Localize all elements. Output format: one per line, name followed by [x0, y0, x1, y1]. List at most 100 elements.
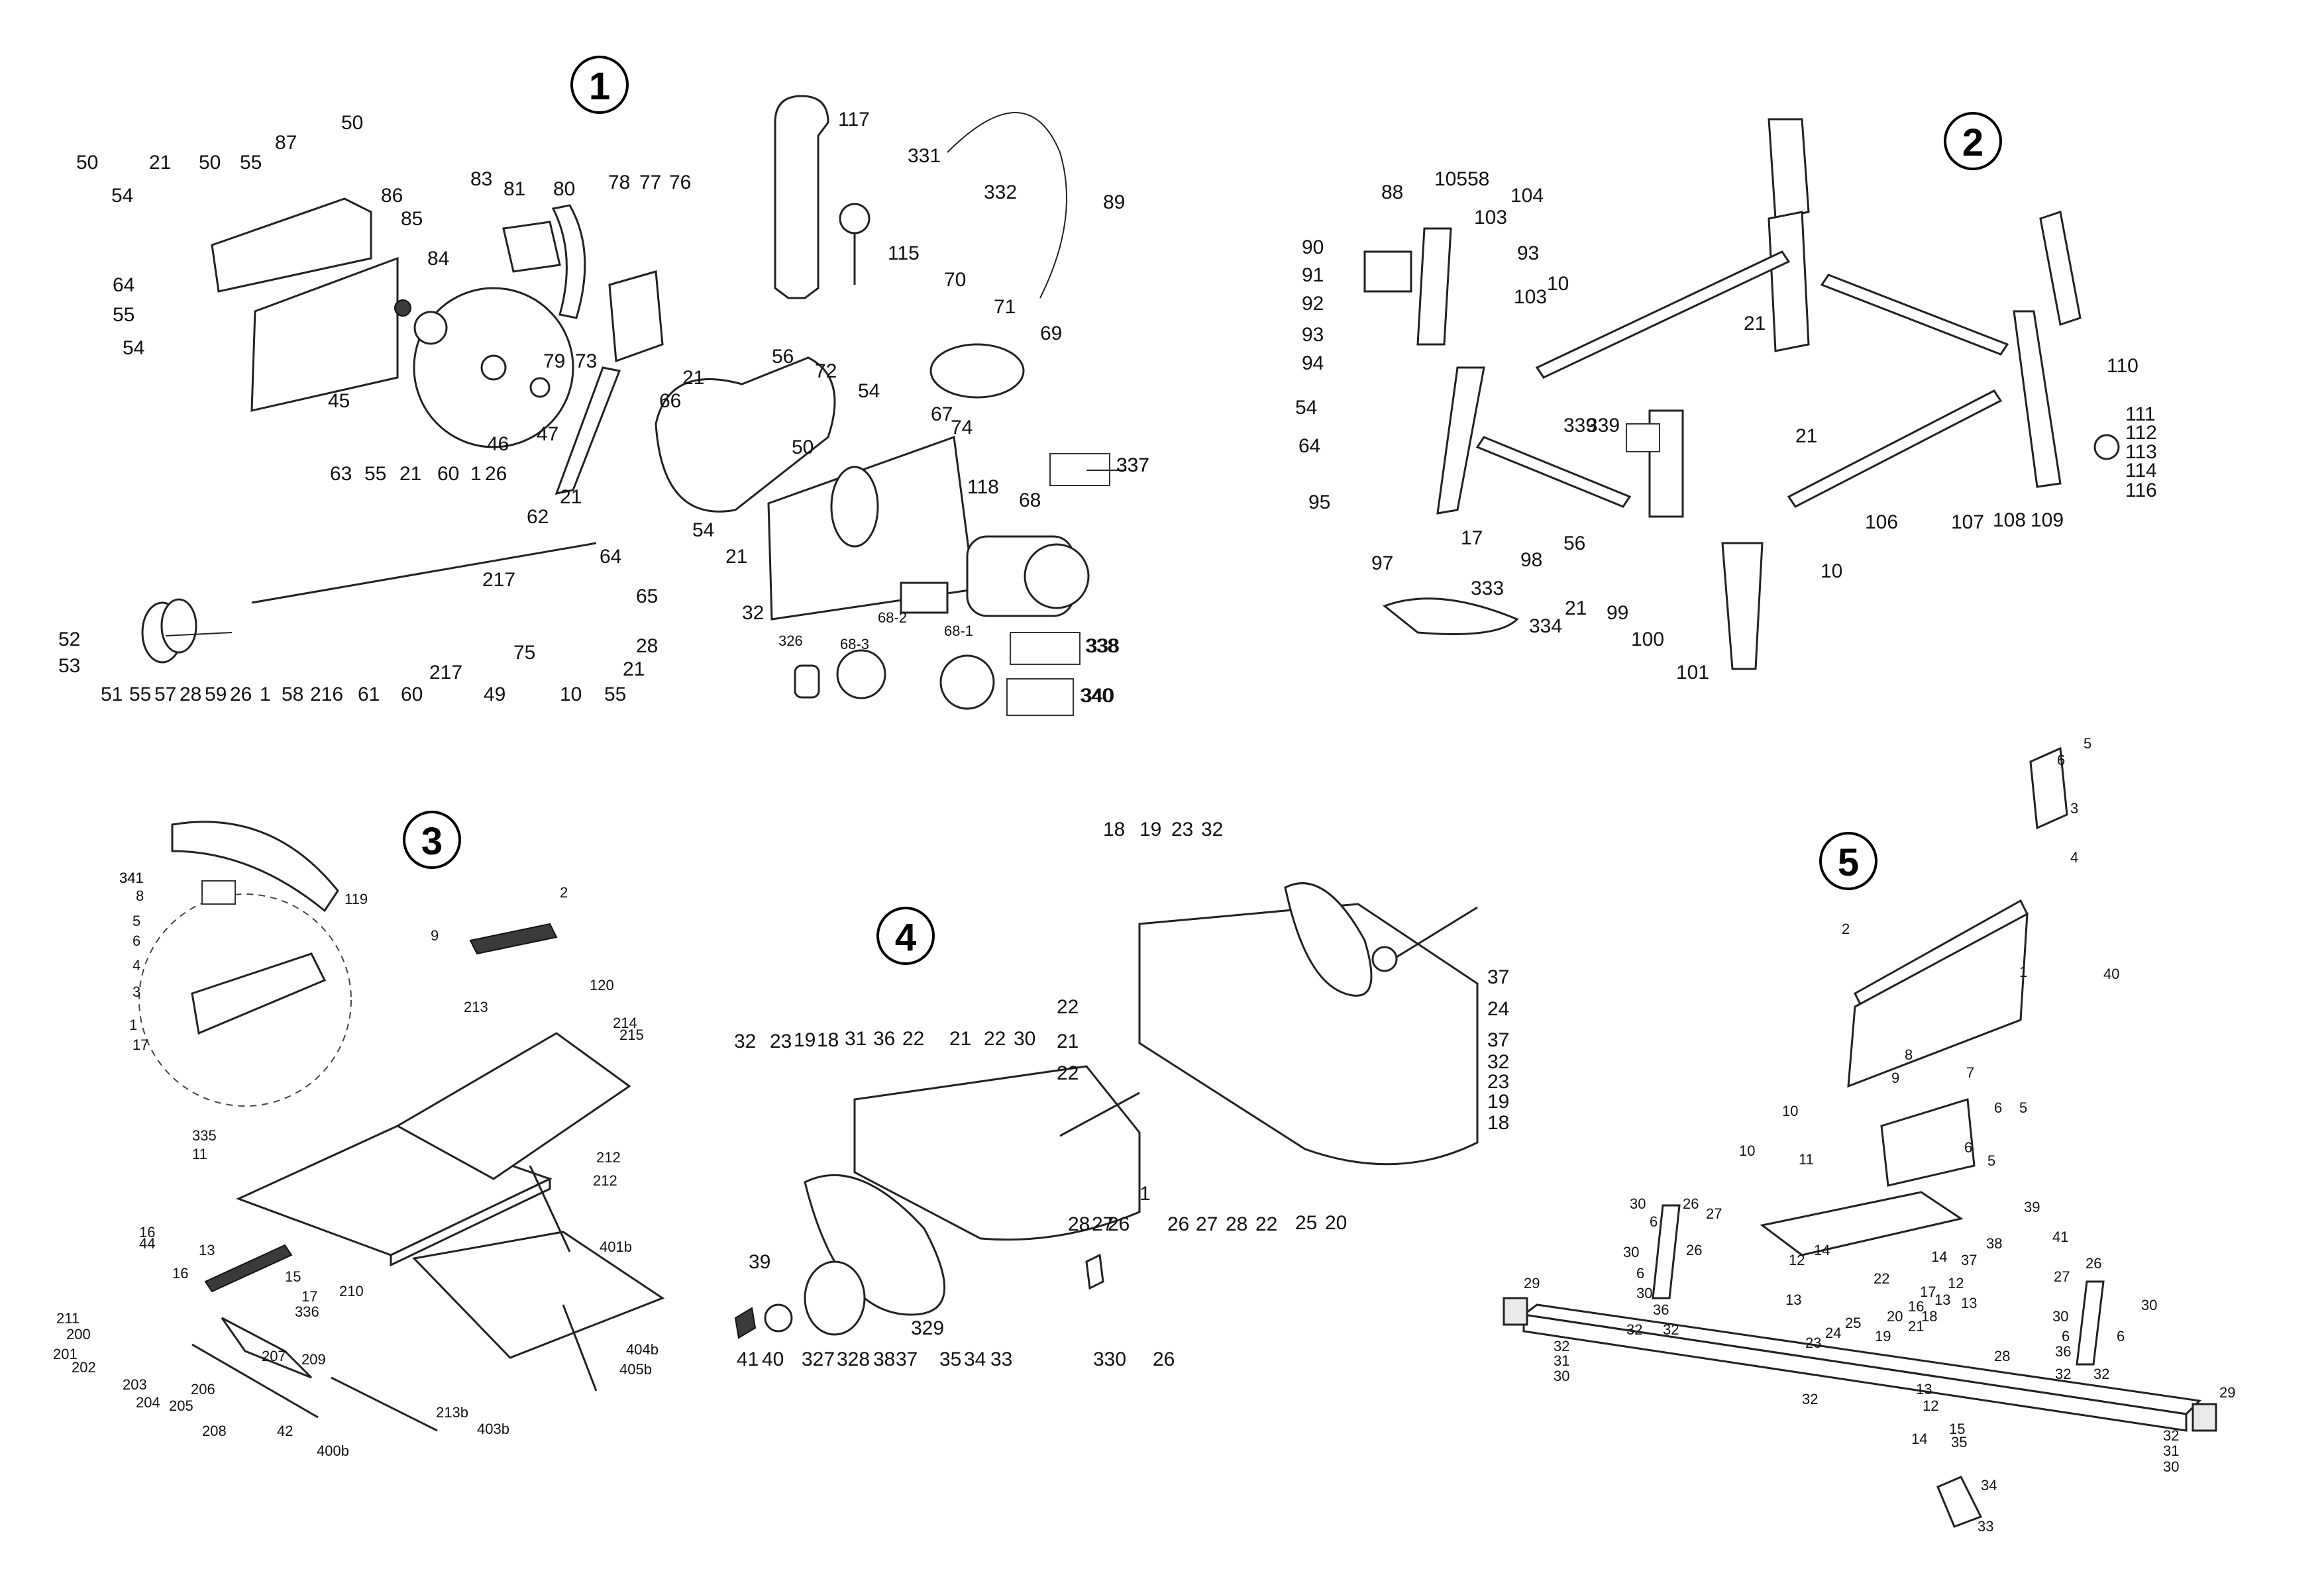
- part-label: 335: [192, 1127, 217, 1144]
- part-label: 37: [1961, 1252, 1977, 1268]
- detail-circle: [138, 893, 352, 1107]
- part-label: 16: [139, 1224, 155, 1241]
- part-label: 112: [2125, 422, 2157, 444]
- part-label: 28: [1226, 1213, 1247, 1235]
- section-5-number: 5: [1838, 841, 1859, 884]
- part-label: 69: [1040, 323, 1062, 344]
- washer: [394, 299, 411, 317]
- plate-31: [853, 1065, 1141, 1241]
- part-label: 40: [762, 1348, 784, 1370]
- part-label: 340: [1080, 685, 1113, 707]
- endcap-29-left: [1503, 1297, 1528, 1326]
- handle-knob-115: [839, 203, 871, 234]
- part-label: 6: [2062, 1328, 2070, 1344]
- part-label: 101: [1676, 662, 1709, 684]
- part-label: 202: [72, 1359, 96, 1376]
- part-label: 18: [1103, 819, 1125, 840]
- part-label: 32: [1802, 1391, 1818, 1407]
- part-label: 95: [1308, 491, 1330, 513]
- part-label: 31: [2163, 1443, 2179, 1459]
- labels-section-5: 5 6 3 4 2 1 40 8 9 7 10 10 6 5 6 5 11 39…: [1524, 735, 2235, 1535]
- part-label: 85: [401, 208, 423, 230]
- part-label: 29: [1524, 1275, 1540, 1292]
- part-label: 20: [1887, 1308, 1903, 1325]
- part-label: 93: [1517, 242, 1539, 264]
- part-label: 103: [1474, 207, 1507, 228]
- part-label: 117: [838, 109, 870, 130]
- part-label: 94: [1302, 352, 1324, 374]
- part-label: 30: [1014, 1028, 1035, 1050]
- switch-91: [1363, 250, 1412, 293]
- section-2-number: 2: [1962, 121, 1983, 164]
- part-label: 404b: [626, 1341, 659, 1358]
- part-label: 4: [2070, 849, 2078, 866]
- part-label: 16: [172, 1265, 188, 1282]
- part-label: 337: [1116, 454, 1149, 476]
- part-label: 7: [1966, 1064, 1974, 1081]
- part-label: 114: [2125, 460, 2157, 481]
- part-label: 21: [1565, 597, 1587, 619]
- part-label: 3: [132, 984, 140, 1000]
- part-label: 330: [1093, 1348, 1126, 1370]
- part-label: 108: [1993, 509, 2026, 531]
- brush-326: [794, 664, 820, 699]
- part-label: 36: [1653, 1301, 1669, 1318]
- part-label: 26: [1108, 1213, 1130, 1235]
- part-label: 106: [1865, 511, 1898, 533]
- part-label: 116: [2125, 480, 2157, 501]
- part-label: 16: [1908, 1298, 1924, 1315]
- part-label: 29: [2219, 1384, 2235, 1401]
- part-label: 328: [837, 1348, 870, 1370]
- part-label: 100: [1631, 629, 1664, 650]
- part-label: 92: [1302, 293, 1324, 315]
- part-label: 99: [1607, 602, 1628, 624]
- shaft-30: [1059, 1091, 1140, 1137]
- part-label: 33: [1978, 1518, 1993, 1535]
- knob-41: [734, 1307, 757, 1339]
- part-label: 33: [990, 1348, 1012, 1370]
- part-label: 19: [794, 1029, 816, 1051]
- part-label: 21: [623, 658, 645, 680]
- part-label: 9: [431, 927, 439, 944]
- part-label: 28: [180, 684, 201, 705]
- endcap-29-right: [2192, 1403, 2217, 1432]
- part-label: 6: [1994, 1099, 2002, 1116]
- part-label: 2: [1842, 921, 1850, 937]
- part-label: 25: [1295, 1212, 1317, 1234]
- part-label: 68: [1019, 489, 1041, 511]
- part-label: 44: [139, 1235, 155, 1252]
- section-3-badge: [403, 811, 461, 869]
- part-label: 17: [132, 1037, 148, 1053]
- part-label: 31: [1554, 1352, 1569, 1369]
- part-label: 39: [749, 1251, 770, 1273]
- part-label: 15: [285, 1268, 301, 1285]
- part-label: 47: [537, 423, 558, 445]
- part-label: 75: [513, 642, 535, 664]
- section-1-number: 1: [589, 65, 610, 108]
- part-label: 212: [593, 1172, 617, 1189]
- part-label: 66: [659, 390, 681, 412]
- section-5: 5: [1503, 746, 2217, 1528]
- part-label: 21: [399, 463, 421, 485]
- part-label: 89: [1103, 191, 1125, 213]
- part-label: 87: [275, 132, 297, 154]
- part-label: 78: [608, 172, 630, 193]
- part-label: 3: [2070, 800, 2078, 817]
- part-label: 13: [199, 1242, 215, 1258]
- part-label: 77: [639, 172, 661, 193]
- part-label: 46: [487, 433, 509, 455]
- part-label: 23: [1805, 1335, 1821, 1351]
- leader: [165, 632, 233, 636]
- part-label: 35: [939, 1348, 961, 1370]
- part-label: 6: [2117, 1328, 2125, 1344]
- part-label: 32: [734, 1031, 756, 1052]
- leg-top-lower: [1768, 211, 1810, 352]
- part-label: 12: [1923, 1397, 1938, 1414]
- part-label: 63: [330, 463, 352, 485]
- part-label: 32: [2093, 1366, 2109, 1382]
- leg-left: [1436, 366, 1485, 515]
- part-label: 329: [911, 1317, 944, 1339]
- section-5-badge: [1819, 832, 1877, 890]
- part-label: 205: [169, 1397, 193, 1414]
- part-label: 34: [1981, 1477, 1997, 1494]
